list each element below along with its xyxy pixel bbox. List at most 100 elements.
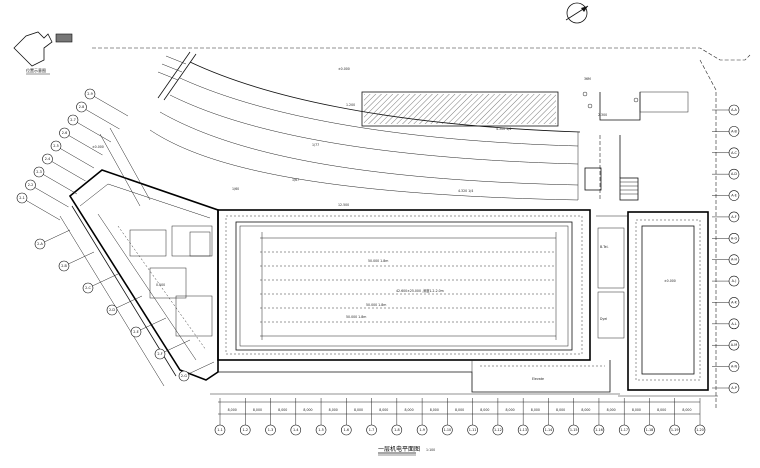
grid-bubble-left-diagonal bbox=[67, 114, 79, 126]
dimension-text: 8,000 bbox=[228, 408, 237, 412]
grid-bubble-left-diagonal bbox=[42, 153, 53, 165]
ramp-dim-c: 1/60 bbox=[232, 187, 239, 191]
grid-bubble-left-lower bbox=[178, 370, 190, 382]
grid-bubble-left-diagonal-leader bbox=[89, 93, 129, 117]
pool-lane-a: 50.000 1.8m bbox=[368, 259, 388, 263]
grid-bubble-left-lower bbox=[154, 348, 166, 360]
grid-bubble-left-lower-leader bbox=[135, 317, 167, 333]
pool-hall: 50.000 1.8m 42.600×25.000 ,深度1.2-2.0m 50… bbox=[217, 203, 591, 361]
slope-note-b: 4.300 1/4 bbox=[496, 127, 511, 131]
grid-bubble-left-lower-label: 2-D bbox=[109, 308, 115, 312]
dimension-text: 8,000 bbox=[379, 408, 388, 412]
grid-bubble-right-label: A-N bbox=[731, 365, 737, 369]
grid-bubble-right-label: A-C bbox=[731, 151, 737, 155]
grid-bubble-left-diagonal-label: 2-5 bbox=[53, 144, 59, 148]
grid-bubble-left-lower-label: 2-B bbox=[61, 264, 67, 268]
grid-bubble-bottom-label: 1-7 bbox=[369, 428, 375, 432]
grid-bubble-bottom-label: 1-19 bbox=[671, 428, 679, 432]
dimension-text: 8,000 bbox=[556, 408, 565, 412]
grid-bubble-left-diagonal-label: 2-6 bbox=[62, 131, 68, 135]
grid-bubble-bottom-label: 1-17 bbox=[620, 428, 628, 432]
grid-bubble-right-label: A-K bbox=[731, 300, 737, 304]
grid-bubble-bottom bbox=[492, 424, 504, 436]
grid-bubble-right bbox=[728, 318, 740, 330]
grid-bubble-left-diagonal bbox=[76, 101, 87, 113]
grid-bubble-left-diagonal bbox=[50, 140, 62, 152]
grid-bubble-bottom bbox=[265, 424, 276, 436]
grid-bubble-left-diagonal-leader bbox=[72, 119, 112, 143]
grid-bubble-left-lower-leader bbox=[87, 273, 119, 289]
grid-bubble-left-diagonal-label: 2-1 bbox=[19, 196, 25, 200]
hatched-tag: 1.200 bbox=[346, 103, 355, 107]
grid-bubble-bottom-label: 1-10 bbox=[444, 428, 452, 432]
grid-bubble-left-diagonal-label: 2-8 bbox=[79, 105, 85, 109]
grid-bubble-left-diagonal-leader bbox=[30, 184, 69, 208]
grid-bubble-left-diagonal-leader bbox=[47, 158, 86, 182]
store-label: 0.500 bbox=[156, 283, 165, 287]
key-plan: 位置示意图 bbox=[13, 31, 73, 75]
dimension-text: 8,000 bbox=[480, 408, 489, 412]
grid-bubble-right-label: A-L bbox=[731, 322, 736, 326]
grid-bubble-bottom-label: 1-3 bbox=[268, 428, 274, 432]
drawing-title-block: 一层机电平面图 1:100 bbox=[378, 445, 435, 456]
grid-bubble-left-lower-leader bbox=[39, 229, 71, 245]
grid-bubble-bottom-label: 1-5 bbox=[318, 428, 324, 432]
grid-bubble-bottom-label: 1-16 bbox=[595, 428, 603, 432]
grid-bubble-right-label: A-G bbox=[731, 236, 738, 240]
grid-bubble-right-label: A-H bbox=[731, 258, 737, 262]
grid-bubble-right bbox=[728, 147, 740, 159]
grid-bubble-right bbox=[728, 382, 740, 394]
grid-bubble-left-diagonal bbox=[16, 192, 28, 204]
pool-center-note: 42.600×25.000 ,深度1.2-2.0m bbox=[396, 288, 444, 293]
grid-bubble-left-diagonal bbox=[59, 127, 70, 139]
stair-core bbox=[584, 135, 639, 201]
grid-bubble-bottom-label: 1-15 bbox=[570, 428, 578, 432]
grid-axes-left-lower: 2-A2-B2-C2-D2-E2-F2-G bbox=[34, 229, 215, 382]
grid-bubble-left-lower-label: 2-F bbox=[157, 352, 162, 356]
grid-bubble-bottom-label: 1-11 bbox=[469, 428, 477, 432]
dimension-text: 8,000 bbox=[581, 408, 590, 412]
grid-bubble-left-diagonal bbox=[33, 166, 45, 178]
grid-bubble-left-lower-label: 2-A bbox=[37, 242, 43, 246]
grid-bubble-right bbox=[728, 126, 740, 137]
grid-bubble-bottom bbox=[416, 424, 428, 436]
grid-bubble-bottom-label: 1-9 bbox=[419, 428, 425, 432]
dimension-text: 8,000 bbox=[506, 408, 515, 412]
grid-bubble-right bbox=[728, 104, 740, 116]
grid-bubble-bottom-label: 1-14 bbox=[545, 428, 553, 432]
dimension-text: 8,000 bbox=[354, 408, 363, 412]
grid-bubble-left-diagonal-leader bbox=[38, 171, 78, 195]
drawing-title: 一层机电平面图 bbox=[378, 445, 420, 453]
dimension-text: 8,000 bbox=[657, 408, 666, 412]
grid-bubble-right-label: A-M bbox=[731, 343, 737, 347]
upper-right-structures: 36M 2.300 bbox=[582, 77, 689, 121]
grid-bubble-left-lower bbox=[34, 238, 46, 250]
grid-bubble-left-diagonal-leader bbox=[81, 106, 120, 130]
grid-bubble-bottom-label: 1-1 bbox=[217, 428, 223, 432]
grid-bubble-left-lower-leader bbox=[111, 295, 143, 311]
grid-bubble-right-label: A-P bbox=[731, 386, 737, 390]
tank-tag: 36M bbox=[584, 77, 591, 81]
grid-bubble-right bbox=[728, 297, 740, 308]
grid-bubble-left-diagonal bbox=[25, 179, 36, 191]
grid-bubble-left-diagonal-leader bbox=[64, 132, 103, 156]
grid-bubble-right bbox=[728, 361, 740, 372]
grid-bubble-left-lower-leader bbox=[159, 339, 191, 355]
grid-bubble-left-lower-leader bbox=[63, 251, 95, 267]
grid-bubble-right bbox=[728, 254, 740, 265]
room-a-label: B.Tel. bbox=[600, 245, 608, 249]
grid-bubble-bottom-label: 1-18 bbox=[646, 428, 654, 432]
pool-lane-b: 50.000 1.8m bbox=[366, 303, 386, 307]
level-mark: ±0.000 bbox=[92, 145, 104, 149]
grid-bubble-right bbox=[728, 339, 740, 351]
grid-bubble-right-label: A-E bbox=[731, 194, 737, 198]
dimension-text: 8,000 bbox=[455, 408, 464, 412]
annex-level: ±0.000 bbox=[664, 279, 676, 283]
grid-bubble-bottom bbox=[593, 424, 605, 436]
grid-bubble-bottom bbox=[618, 424, 630, 436]
grid-bubble-left-lower-label: 2-G bbox=[181, 374, 188, 378]
roof-dim: 12.500 bbox=[338, 203, 349, 207]
grid-bubble-bottom bbox=[391, 424, 403, 436]
dimension-text: 8,000 bbox=[632, 408, 641, 412]
